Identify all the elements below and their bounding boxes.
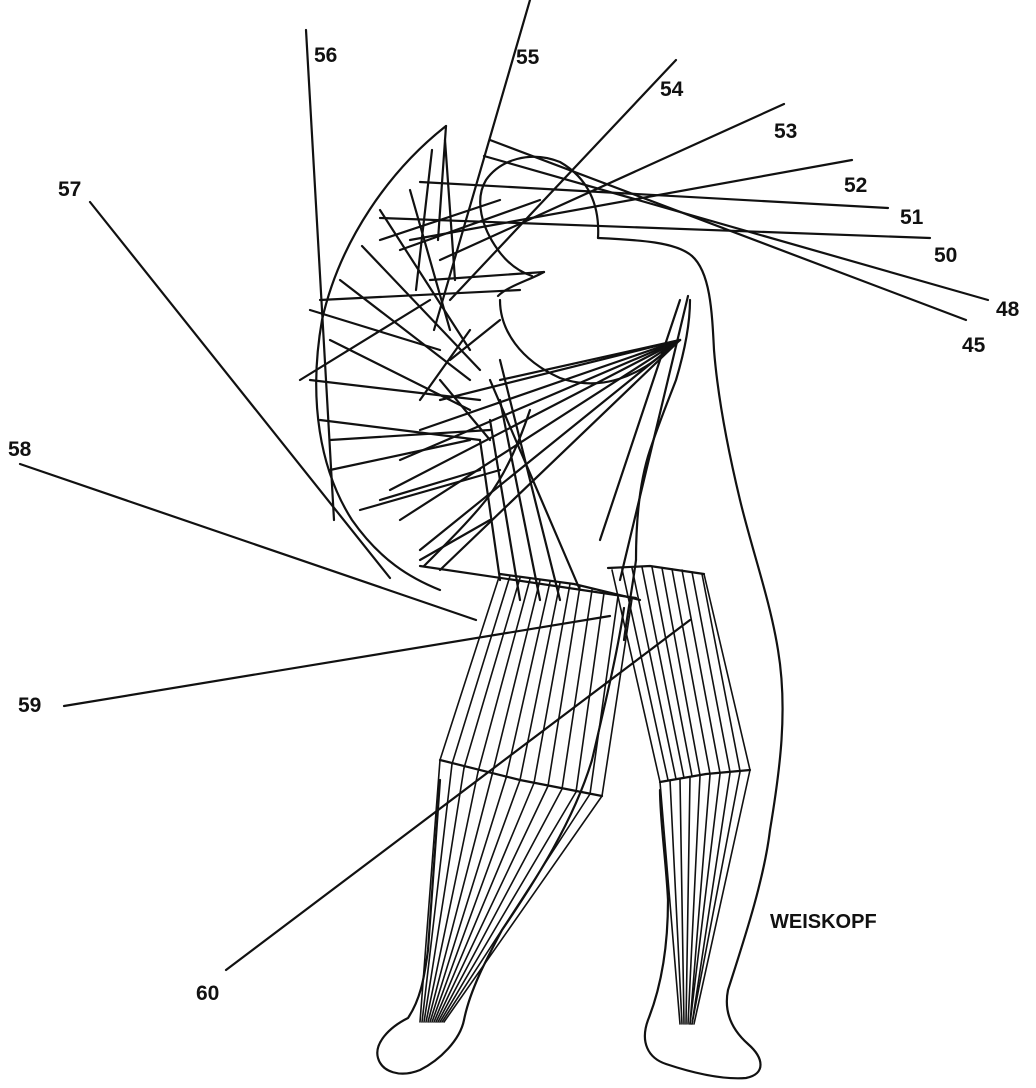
artist-signature: WEISKOPF	[770, 911, 877, 933]
back-leg-hatching	[608, 566, 750, 1024]
label-50: 50	[934, 244, 957, 267]
leader-lines	[20, 202, 690, 970]
label-54: 54	[660, 78, 684, 101]
label-55: 55	[516, 46, 540, 69]
label-60: 60	[196, 982, 219, 1005]
chest-outline	[636, 300, 690, 560]
label-58: 58	[8, 438, 32, 461]
head-rays	[306, 0, 988, 520]
label-51: 51	[900, 206, 924, 229]
label-57: 57	[58, 178, 81, 201]
label-59: 59	[18, 694, 41, 717]
label-56: 56	[314, 44, 337, 67]
label-53: 53	[774, 120, 797, 143]
label-52: 52	[844, 174, 867, 197]
label-45: 45	[962, 334, 986, 357]
label-48: 48	[996, 298, 1020, 321]
front-leg-outline	[377, 608, 624, 1074]
